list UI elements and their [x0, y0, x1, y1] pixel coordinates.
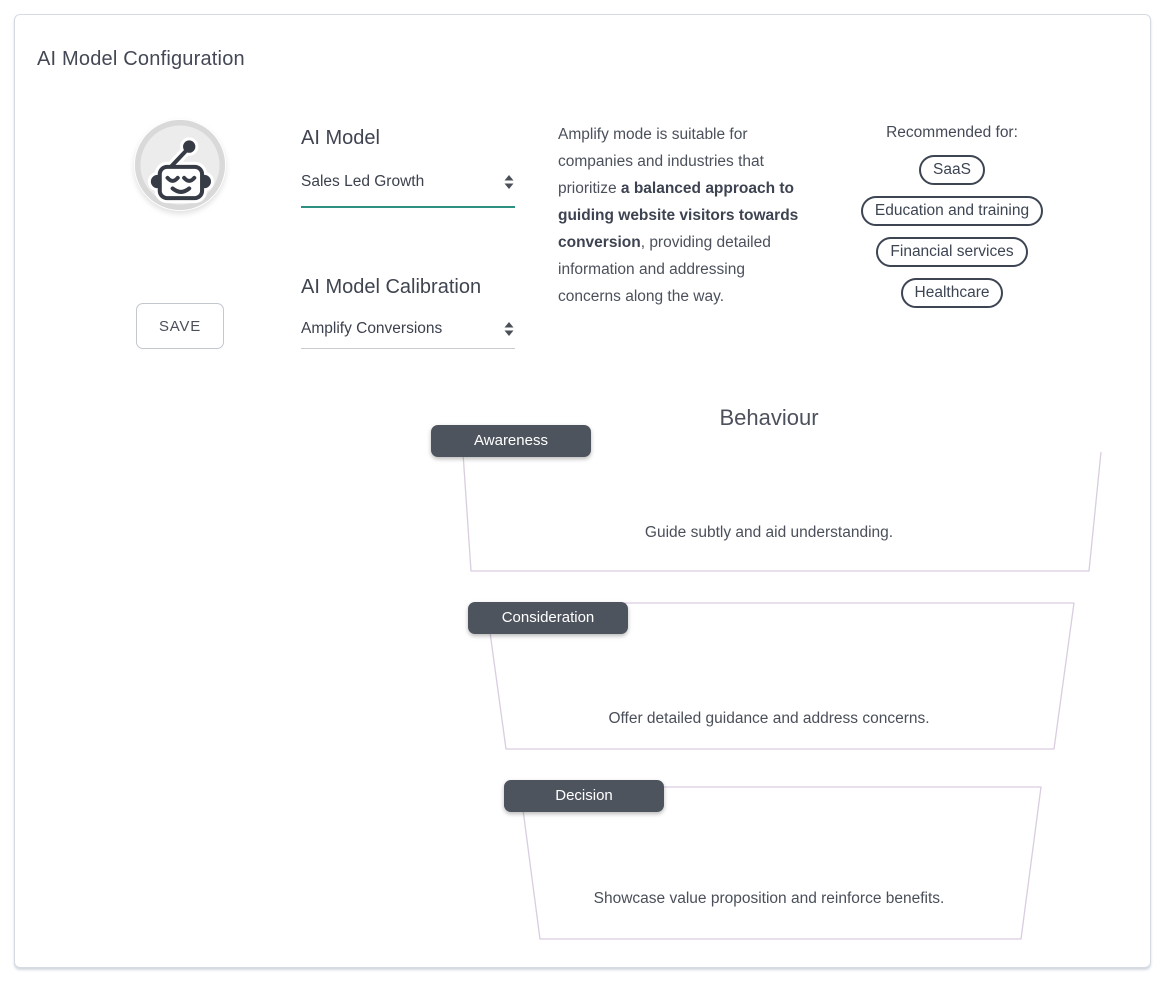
ai-model-calibration-label: AI Model Calibration: [301, 276, 482, 298]
recommended-section: Recommended for: SaaS Education and trai…: [809, 124, 1095, 319]
stage-text-decision: Showcase value proposition and reinforce…: [593, 890, 945, 907]
mode-description: Amplify mode is suitable for companies a…: [558, 121, 810, 310]
stage-badge-consideration: Consideration: [468, 602, 628, 634]
page-title: AI Model Configuration: [37, 48, 245, 70]
ai-model-value: Sales Led Growth: [301, 173, 425, 190]
mode-description-bold: a balanced approach to guiding website v…: [558, 180, 799, 251]
tag-pill-healthcare: Healthcare: [900, 278, 1004, 308]
recommended-label: Recommended for:: [886, 124, 1018, 141]
tag-pill-financial: Financial services: [876, 237, 1028, 267]
save-button[interactable]: SAVE: [136, 303, 224, 349]
stage-text-consideration: Offer detailed guidance and address conc…: [608, 710, 930, 727]
ai-model-select[interactable]: Sales Led Growth: [301, 167, 515, 208]
tag-pill-saas: SaaS: [919, 155, 985, 185]
mode-description-pre: Amplify mode is suitable for companies a…: [558, 126, 764, 197]
updown-arrows-icon: [504, 175, 514, 189]
robot-avatar: [134, 119, 226, 211]
mode-description-post: , providing detailed information and add…: [558, 234, 771, 305]
tag-pill-education: Education and training: [860, 196, 1044, 226]
funnel-stage-awareness-shape: [462, 451, 1102, 572]
ai-model-label: AI Model: [301, 127, 380, 149]
stage-badge-decision: Decision: [504, 780, 664, 812]
ai-model-calibration-value: Amplify Conversions: [301, 320, 443, 337]
stage-text-awareness: Guide subtly and aid understanding.: [644, 524, 894, 541]
stage-badge-awareness: Awareness: [431, 425, 591, 457]
behaviour-title: Behaviour: [719, 405, 819, 430]
updown-arrows-icon: [504, 322, 514, 336]
ai-model-calibration-select[interactable]: Amplify Conversions: [301, 314, 515, 349]
robot-icon: [134, 119, 226, 211]
ai-model-configuration-card: AI Model Configuration: [14, 14, 1151, 968]
